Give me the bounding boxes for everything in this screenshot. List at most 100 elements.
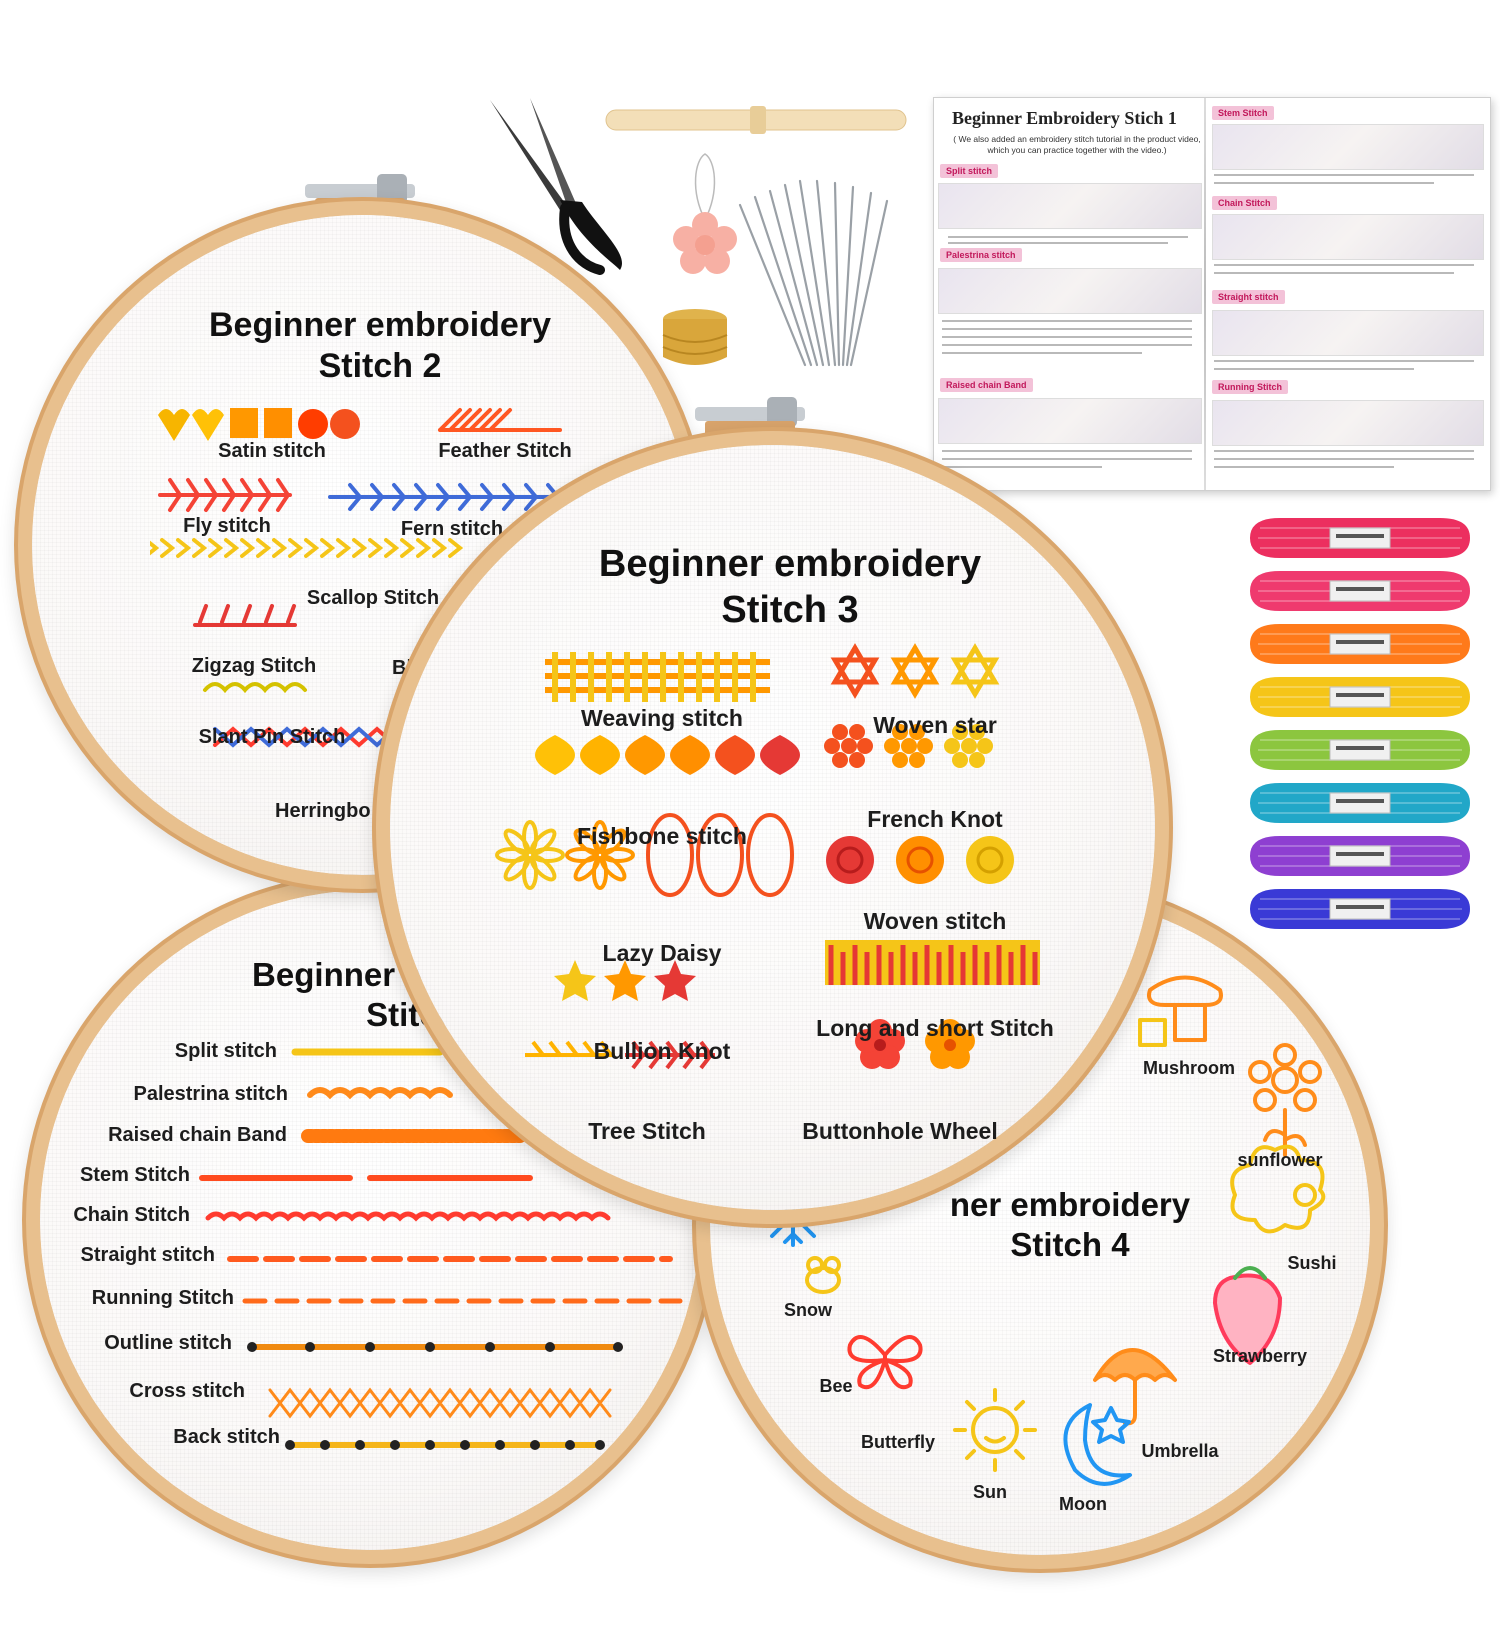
label-butterfly: Butterfly	[860, 1432, 936, 1452]
hoop4-motifs	[761, 975, 1326, 1486]
label-moon: Moon	[1059, 1494, 1107, 1514]
booklet-section-label: Palestrina stitch	[940, 248, 1022, 262]
hoop3-stitch-samples	[495, 643, 1040, 1070]
sample-satin	[158, 408, 360, 441]
label-chain-stitch: Chain Stitch	[73, 1204, 190, 1226]
label-sushi: Sushi	[1287, 1253, 1337, 1273]
tutorial-booklet: Beginner Embroidery Stich 1 ( We also ad…	[933, 97, 1491, 491]
label-back-stitch: Back stitch	[173, 1426, 280, 1448]
mushroom-icon	[1138, 975, 1223, 1047]
strawberry-icon	[1213, 1266, 1282, 1365]
label-sun: Sun	[973, 1482, 1007, 1502]
butterfly-icon	[847, 1335, 923, 1390]
label-strawberry: Strawberry	[1212, 1346, 1308, 1366]
label-umbrella: Umbrella	[1141, 1441, 1219, 1461]
label-bullion-knot: Bullion Knot	[593, 1038, 731, 1064]
sample-feather	[438, 408, 562, 432]
sunflower-icon	[1248, 1043, 1322, 1157]
hoop4-title: ner embroidery Stitch 4	[950, 1185, 1190, 1264]
thread-skein	[1250, 836, 1470, 876]
hoop3-title-line2: Stitch 3	[721, 588, 859, 631]
hoop2-stitch-samples	[150, 408, 590, 748]
needles-icon	[738, 179, 889, 367]
booklet-section-label: Split stitch	[940, 164, 999, 178]
label-stem-stitch: Stem Stitch	[79, 1164, 190, 1186]
booklet-title: Beginner Embroidery Stich 1	[952, 108, 1177, 128]
sample-palestrina	[307, 1087, 453, 1100]
sample-herringbone	[213, 726, 397, 748]
label-mushroom: Mushroom	[1143, 1058, 1235, 1078]
thread-skein	[1250, 889, 1470, 929]
label-fern-stitch: Fern stitch	[400, 518, 504, 540]
label-feather-stitch: Feather Stitch	[438, 440, 572, 462]
booklet-section-label: Running Stitch	[1212, 380, 1288, 394]
thread-skein	[1250, 783, 1470, 823]
sample-fly	[158, 478, 292, 512]
thread-snips-icon	[490, 98, 622, 275]
sample-french-knot	[824, 724, 993, 768]
hoop3-title: Beginner embroidery Stitch 3	[599, 542, 981, 633]
label-fly-stitch: Fly stitch	[183, 515, 271, 537]
booklet-section-label: Stem Stitch	[1212, 106, 1274, 120]
label-french-knot: French Knot	[867, 806, 1003, 832]
label-herringbone-partial: Herringbo	[275, 800, 371, 822]
label-long-and-short-stitch: Long and short Stitch	[816, 1015, 1054, 1041]
hoop-stitch-3	[390, 445, 1155, 1210]
label-palestrina-stitch: Palestrina stitch	[133, 1083, 288, 1105]
hoop2-title-line2: Stitch 2	[318, 346, 442, 385]
hoop1-stitch-samples	[199, 1048, 683, 1450]
sun-icon	[953, 1388, 1037, 1472]
label-tree-stitch: Tree Stitch	[588, 1118, 706, 1144]
sample-chain	[205, 1211, 611, 1222]
sushi-icon	[1230, 1144, 1326, 1234]
sample-woven-stitch	[826, 836, 1014, 884]
label-lazy-daisy: Lazy Daisy	[602, 940, 722, 966]
label-buttonhole-wheel: Buttonhole Wheel	[802, 1118, 998, 1144]
label-slant-pin-stitch: Slant Pin Stitch	[198, 726, 346, 748]
sample-buttonhole-wheel	[855, 1019, 975, 1069]
booklet-section-label: Straight stitch	[1212, 290, 1285, 304]
sample-long-short	[825, 940, 1040, 985]
label-straight-stitch: Straight stitch	[80, 1244, 215, 1266]
thread-skein	[1250, 518, 1470, 558]
sample-cross	[268, 1387, 612, 1419]
sample-tree	[525, 1040, 715, 1070]
booklet-section-label: Raised chain Band	[940, 378, 1033, 392]
thimble-icon	[662, 309, 728, 365]
thread-skein	[1250, 571, 1470, 611]
label-zigzag-stitch: Zigzag Stitch	[191, 655, 317, 677]
sample-scallop	[150, 538, 464, 558]
thread-skein	[1250, 624, 1470, 664]
label-blanket-stitch-partial: Bl	[392, 657, 412, 679]
sample-woven-star	[830, 643, 1000, 699]
thread-skein	[1250, 677, 1470, 717]
hoop2-title: Beginner embroidery Stitch 2	[209, 305, 551, 387]
sample-zigzag	[193, 604, 297, 627]
hoop3-clamp-icon	[695, 397, 805, 437]
hoop3-title-line1: Beginner embroidery	[598, 543, 982, 585]
label-raised-chain-band: Raised chain Band	[108, 1124, 287, 1146]
hoop2-clamp-icon	[305, 174, 415, 214]
label-snow: Snow	[784, 1300, 832, 1320]
sample-weaving	[545, 652, 770, 702]
needle-threader-icon	[605, 106, 907, 134]
sample-fishbone	[535, 735, 800, 775]
sample-lazy-daisy	[495, 813, 794, 897]
label-cross-stitch: Cross stitch	[129, 1380, 245, 1402]
label-scallop-stitch: Scallop Stitch	[306, 587, 440, 609]
label-bee: Bee	[819, 1376, 853, 1396]
hoop4-title-line1: ner embroidery	[949, 1186, 1191, 1223]
moon-icon	[1063, 1403, 1132, 1486]
label-running-stitch: Running Stitch	[91, 1287, 234, 1309]
sample-fern	[328, 483, 590, 511]
label-split-stitch: Split stitch	[174, 1040, 277, 1062]
label-outline-stitch: Outline stitch	[104, 1332, 232, 1354]
bee-icon	[805, 1256, 841, 1294]
label-sunflower: sunflower	[1237, 1150, 1323, 1170]
flower-threader-icon	[673, 153, 737, 274]
label-satin-stitch: Satin stitch	[218, 440, 326, 462]
label-woven-star: Woven star	[873, 712, 997, 738]
label-fishbone-stitch: Fishbone stitch	[577, 823, 747, 849]
hoop4-title-line2: Stitch 4	[1010, 1225, 1130, 1263]
sample-bullion-knot	[554, 960, 696, 1001]
